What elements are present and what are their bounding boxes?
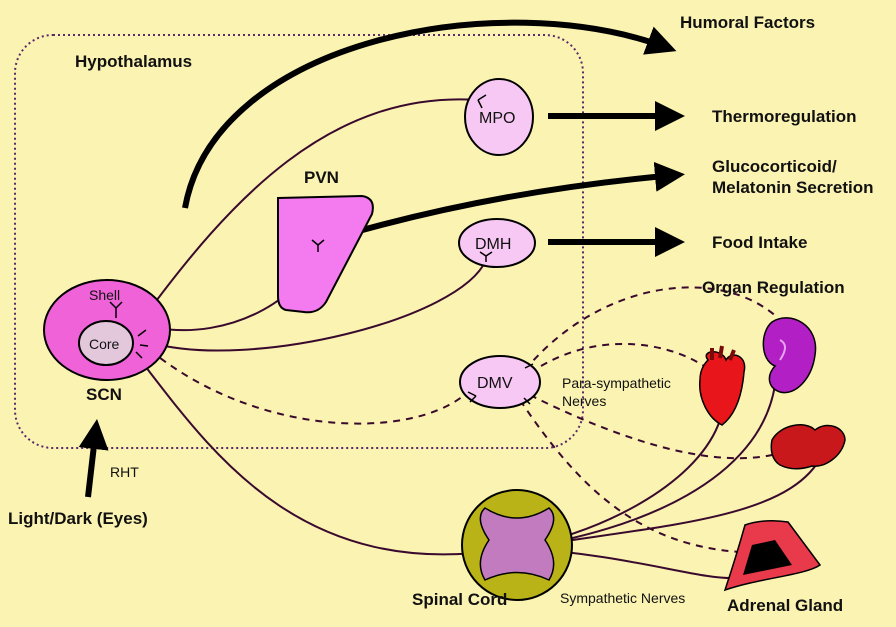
parasympathetic-label: Para-sympathetic: [562, 375, 671, 391]
mpo-terminal: [477, 94, 487, 109]
humoral-factors-label: Humoral Factors: [680, 13, 815, 32]
glucocorticoid-label: Glucocorticoid/: [712, 157, 837, 176]
scn-core: [78, 320, 134, 366]
spinal-cord-label: Spinal Cord: [412, 590, 507, 609]
pvn-nucleus: [277, 194, 374, 314]
scn-terminals: [135, 329, 149, 359]
core-label: Core: [89, 336, 120, 352]
melatonin-label: Melatonin Secretion: [712, 178, 874, 197]
dmv-terminals: [467, 363, 534, 405]
mpo-label: MPO: [479, 110, 515, 127]
pvn-label: PVN: [304, 168, 339, 187]
dmv-label: DMV: [477, 375, 513, 392]
sympathetic-nerves-label: Sympathetic Nerves: [560, 590, 685, 606]
shell-label: Shell: [89, 287, 120, 303]
pvn-terminal: [311, 239, 325, 252]
humoral-factors-arrow: [182, 19, 677, 209]
parasympathetic-nerves-label: Nerves: [562, 393, 606, 409]
dmh-nucleus: [458, 218, 536, 268]
glucocorticoid-arrow: [347, 161, 685, 237]
dashed-nerve-connections: [149, 286, 779, 553]
hypothalamus-label: Hypothalamus: [75, 52, 192, 71]
scn-label: SCN: [86, 385, 122, 404]
light-dark-label: Light/Dark (Eyes): [8, 509, 148, 528]
food-intake-label: Food Intake: [712, 233, 807, 252]
organ-regulation-label: Organ Regulation: [702, 278, 845, 297]
thermoregulation-label: Thermoregulation: [712, 107, 857, 126]
liver-icon: [770, 424, 846, 470]
adrenal-gland-label: Adrenal Gland: [727, 596, 843, 615]
dmh-label: DMH: [475, 236, 511, 253]
kidney-icon: [762, 317, 817, 394]
rht-arrow: [78, 419, 109, 498]
spinal-cord-icon: [461, 489, 573, 601]
dmh-terminal: [479, 251, 493, 262]
scn-internal-synapse: [109, 301, 123, 318]
rht-label: RHT: [110, 464, 139, 480]
adrenal-gland-icon: [723, 520, 822, 592]
heart-icon: [699, 345, 746, 426]
dmv-nucleus: [459, 355, 541, 409]
